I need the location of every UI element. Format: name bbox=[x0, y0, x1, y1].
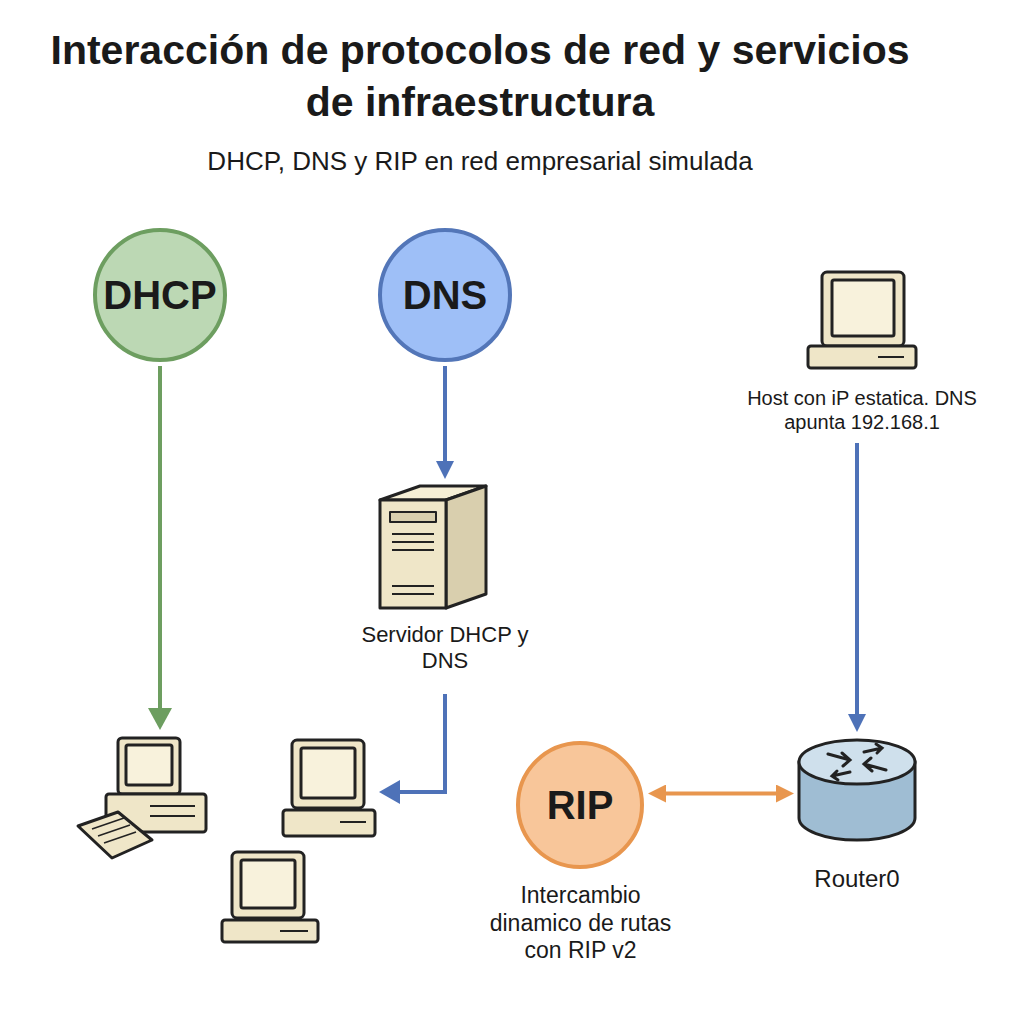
illustration-part bbox=[799, 740, 915, 784]
illustration-part bbox=[283, 810, 375, 836]
protocol-circle: DNS bbox=[377, 227, 513, 363]
illustration-part bbox=[392, 541, 434, 543]
server-icon bbox=[380, 486, 486, 608]
node-label: Host con iP estatica. DNS apunta 192.168… bbox=[747, 386, 977, 434]
illustration-part bbox=[104, 832, 136, 843]
node-label: Servidor DHCP y DNS bbox=[345, 622, 545, 675]
protocol-circle: DHCP bbox=[92, 227, 228, 363]
connector-arrow bbox=[658, 792, 784, 796]
host-node: Host con iP estatica. DNS apunta 192.168… bbox=[747, 268, 977, 440]
node-label: Router0 bbox=[757, 865, 957, 894]
illustration-part bbox=[396, 694, 445, 792]
protocol-circle: RIPIntercambio dinamico de rutas con RIP… bbox=[515, 740, 645, 870]
illustration-part bbox=[379, 780, 400, 804]
pc-icon bbox=[222, 852, 318, 942]
illustration-part bbox=[822, 272, 904, 346]
host-icon bbox=[808, 272, 916, 368]
circle-label: RIP bbox=[515, 740, 645, 870]
illustration-part bbox=[280, 930, 308, 932]
illustration-part bbox=[232, 852, 304, 918]
illustration-part bbox=[241, 860, 295, 908]
illustration-part bbox=[340, 821, 366, 823]
router-icon bbox=[799, 740, 915, 840]
router-node: Router0 bbox=[797, 735, 917, 847]
illustration-part bbox=[301, 748, 355, 798]
illustration-part bbox=[864, 758, 886, 771]
illustration-part bbox=[878, 356, 904, 358]
illustration-part bbox=[118, 738, 180, 794]
illustration-part bbox=[392, 533, 434, 535]
illustration-part bbox=[446, 486, 486, 608]
diagram-caption: DHCP, DNS y RIP en red empresarial simul… bbox=[30, 146, 930, 177]
circle-label: DNS bbox=[377, 227, 513, 363]
illustration-part bbox=[808, 346, 916, 368]
connector-arrow bbox=[443, 366, 447, 469]
illustration-part bbox=[222, 920, 318, 942]
illustration-part bbox=[832, 771, 850, 780]
illustration-part bbox=[828, 753, 850, 766]
illustration-part bbox=[828, 744, 886, 780]
pc-icon bbox=[283, 740, 375, 836]
illustration-part bbox=[158, 366, 162, 712]
illustration-part bbox=[392, 593, 434, 595]
pc-icon bbox=[78, 738, 206, 858]
circle-label: DHCP bbox=[92, 227, 228, 363]
server-node: Servidor DHCP y DNS bbox=[380, 482, 510, 612]
illustration-part bbox=[390, 512, 436, 522]
illustration-part bbox=[392, 549, 434, 551]
illustration-part bbox=[150, 805, 195, 807]
illustration-part bbox=[150, 815, 195, 817]
illustration-part bbox=[126, 745, 172, 785]
illustration-part bbox=[380, 500, 446, 608]
illustration-part bbox=[78, 812, 152, 858]
illustration-part bbox=[864, 744, 882, 753]
dhcp-arrow bbox=[148, 366, 172, 730]
illustration-part bbox=[832, 280, 894, 336]
dns-arrow bbox=[379, 694, 445, 804]
illustration-part bbox=[292, 740, 364, 808]
illustration-part bbox=[392, 585, 434, 587]
diagram-title: Interacción de protocolos de red y servi… bbox=[30, 24, 930, 129]
node-label: Intercambio dinamico de rutas con RIP v2 bbox=[473, 882, 688, 965]
illustration-part bbox=[148, 708, 172, 730]
connector-arrow bbox=[855, 443, 859, 722]
illustration-part bbox=[92, 818, 124, 829]
illustration-part bbox=[98, 825, 130, 836]
